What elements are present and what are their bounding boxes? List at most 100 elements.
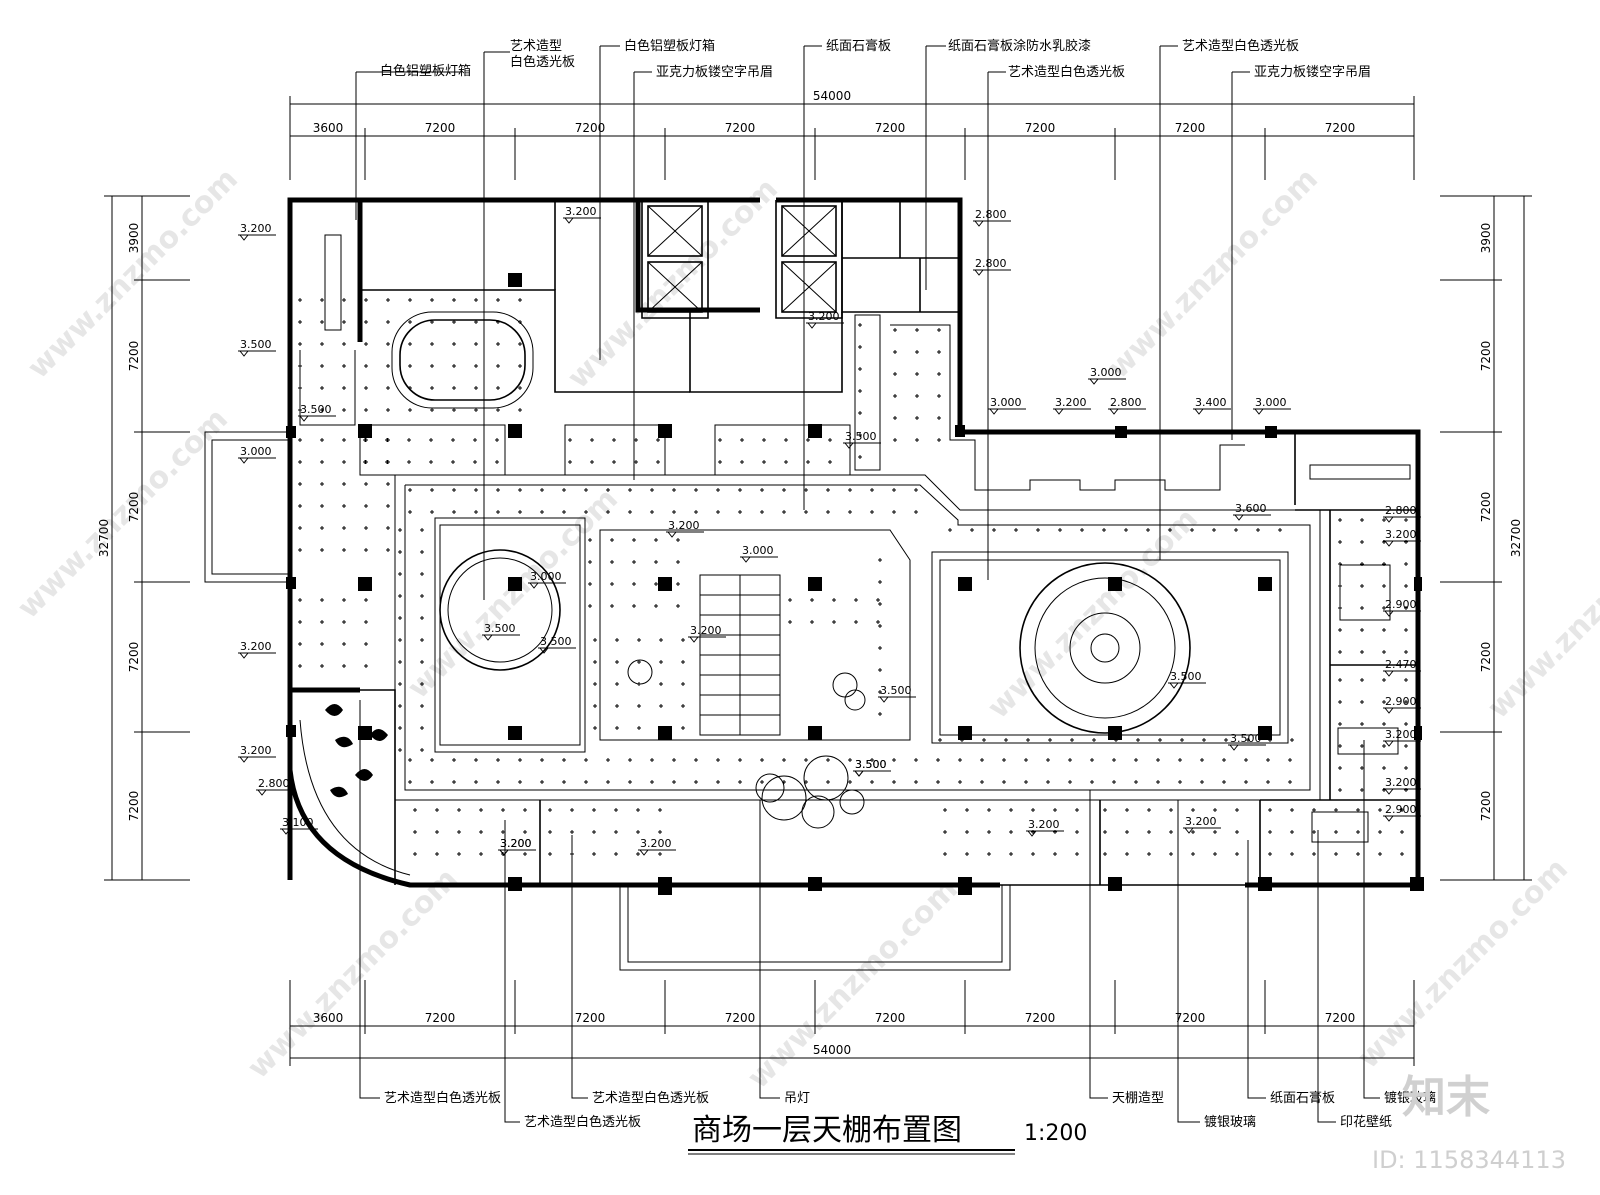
ceiling-height-value: 3.000 — [742, 544, 774, 557]
ceiling-height-value: 3.600 — [1235, 502, 1267, 515]
stair-feature — [699, 574, 781, 736]
ceiling-height-markers: 3.200 3.500 3.500 3.000 3.200 3.200 2.800 3.100… — [238, 205, 1421, 856]
callout-label: 艺术造型白色透光板 — [1008, 64, 1125, 80]
dimension-span: 3600 — [313, 121, 344, 135]
callout-label: 吊灯 — [784, 1091, 810, 1106]
dimension-span: 7200 — [1479, 791, 1493, 822]
ceiling-height-marker: 3.000 — [528, 570, 566, 589]
callout-label: 白色铝塑板灯箱 — [624, 38, 715, 54]
brand-watermark-logo: 知末 — [1402, 1072, 1490, 1123]
ceiling-height-marker: 3.200 — [688, 624, 726, 643]
drawing-title-block: 商场一层天棚布置图 1:200 — [688, 1113, 1087, 1155]
ceiling-height-value: 3.500 — [880, 684, 912, 697]
ceiling-height-marker: 3.200 — [563, 205, 601, 224]
annexes — [204, 431, 1011, 971]
top-dimensions: 54000 3600 7200 7200 7200 7200 7200 7200… — [289, 89, 1415, 180]
ceiling-height-marker: 3.200 — [498, 837, 536, 856]
watermark-text: www.znzmo.com — [11, 402, 235, 626]
ceiling-height-value: 2.900 — [1385, 803, 1417, 816]
dimension-span: 7200 — [127, 341, 141, 372]
ceiling-height-value: 3.500 — [540, 635, 572, 648]
callout-label: 纸面石膏板 — [1270, 1090, 1335, 1106]
callout-label: 艺术造型白色透光板 — [524, 1114, 641, 1130]
dimension-span: 7200 — [725, 1011, 756, 1025]
ceiling-height-value: 2.470 — [1385, 658, 1417, 671]
dimension-span: 3900 — [1479, 223, 1493, 254]
ceiling-height-value: 3.500 — [240, 338, 272, 351]
exterior-walls — [287, 197, 1421, 888]
ceiling-height-value: 2.900 — [1385, 695, 1417, 708]
dimension-total-height: 32700 — [1509, 519, 1523, 557]
dimension-span: 7200 — [875, 121, 906, 135]
ceiling-height-value: 3.200 — [240, 744, 272, 757]
dimension-span: 7200 — [1325, 121, 1356, 135]
ceiling-height-value: 3.000 — [1090, 366, 1122, 379]
ceiling-height-value: 3.500 — [855, 758, 887, 771]
ceiling-height-value: 3.500 — [1230, 732, 1262, 745]
watermark-text: www.znzmo.com — [741, 872, 965, 1096]
ceiling-height-marker: 3.000 — [740, 544, 778, 563]
ceiling-height-marker: 3.500 — [1168, 670, 1206, 689]
dimension-span: 3900 — [127, 223, 141, 254]
ceiling-height-marker: 3.600 — [1233, 502, 1271, 521]
dimension-span: 7200 — [725, 121, 756, 135]
ceiling-height-value: 2.800 — [1110, 396, 1142, 409]
ceiling-height-marker: 3.200 — [238, 744, 276, 763]
ceiling-height-marker: 2.900 — [1383, 598, 1421, 617]
ceiling-height-marker: 3.500 — [538, 635, 576, 654]
ceiling-soffits — [299, 234, 1411, 843]
elevator-core — [641, 200, 843, 319]
ceiling-height-value: 3.200 — [1385, 528, 1417, 541]
dimension-total-width: 54000 — [813, 1043, 851, 1057]
ceiling-height-value: 3.200 — [500, 837, 532, 850]
watermark-text: www.znzmo.com — [981, 502, 1205, 726]
left-dimensions: 32700 3900 7200 7200 7200 7200 — [97, 195, 190, 881]
ceiling-height-value: 2.800 — [975, 208, 1007, 221]
ceiling-height-marker: 3.400 — [1193, 396, 1231, 415]
ceiling-height-value: 2.800 — [258, 777, 290, 790]
callout-label: 天棚造型 — [1112, 1091, 1164, 1106]
dimension-total-width: 54000 — [813, 89, 851, 103]
ceiling-height-marker: 3.200 — [1053, 396, 1091, 415]
callout-label: 艺术造型白色透光板 — [592, 1090, 709, 1106]
ceiling-height-marker: 3.000 — [238, 445, 276, 464]
watermark-text: www.znzmo.com — [1101, 162, 1325, 386]
watermark-id: ID: 1158344113 — [1372, 1146, 1566, 1174]
dimension-span: 7200 — [1025, 121, 1056, 135]
dimension-span: 7200 — [1479, 341, 1493, 372]
ceiling-height-value: 3.200 — [1385, 728, 1417, 741]
dimension-span: 7200 — [425, 121, 456, 135]
callout-label: 亚克力板镂空字吊眉 — [656, 65, 773, 80]
decorative-leaf-motifs — [325, 704, 388, 798]
dimension-total-height: 32700 — [97, 519, 111, 557]
ceiling-height-value: 3.200 — [1185, 815, 1217, 828]
ceiling-height-value: 3.000 — [530, 570, 562, 583]
bottom-dimensions: 3600 7200 7200 7200 7200 7200 7200 7200 … — [289, 980, 1415, 1066]
ceiling-height-marker: 3.200 — [1026, 818, 1064, 837]
dimension-span: 3600 — [313, 1011, 344, 1025]
ceiling-height-marker: 3.200 — [1383, 528, 1421, 547]
callout-label: 亚克力板镂空字吊眉 — [1254, 65, 1371, 80]
ceiling-height-marker: 3.200 — [806, 310, 844, 329]
ceiling-height-marker: 3.500 — [878, 684, 916, 703]
ceiling-height-marker: 3.500 — [853, 758, 891, 777]
oval-ceiling-feature — [391, 311, 534, 409]
ceiling-height-value: 3.200 — [1385, 776, 1417, 789]
ceiling-height-marker: 2.800 — [973, 257, 1011, 276]
ceiling-height-value: 3.200 — [1055, 396, 1087, 409]
dimension-span: 7200 — [575, 1011, 606, 1025]
ceiling-height-value: 3.100 — [282, 816, 314, 829]
watermark-text: www.znzmo.com — [1481, 502, 1600, 726]
callout-label: 镀银玻璃 — [1204, 1114, 1256, 1130]
ceiling-height-marker: 3.200 — [666, 519, 704, 538]
ceiling-height-value: 3.200 — [565, 205, 597, 218]
circular-features — [439, 549, 1191, 829]
ceiling-height-marker: 2.900 — [1383, 695, 1421, 714]
right-dimensions: 32700 3900 7200 7200 7200 7200 — [1440, 195, 1532, 881]
callout-label: 镀银玻璃 — [1384, 1090, 1436, 1106]
structural-columns — [286, 273, 1424, 895]
ceiling-height-value: 3.500 — [1170, 670, 1202, 683]
callout-label: 纸面石膏板 — [826, 38, 891, 54]
ceiling-height-value: 3.200 — [668, 519, 700, 532]
